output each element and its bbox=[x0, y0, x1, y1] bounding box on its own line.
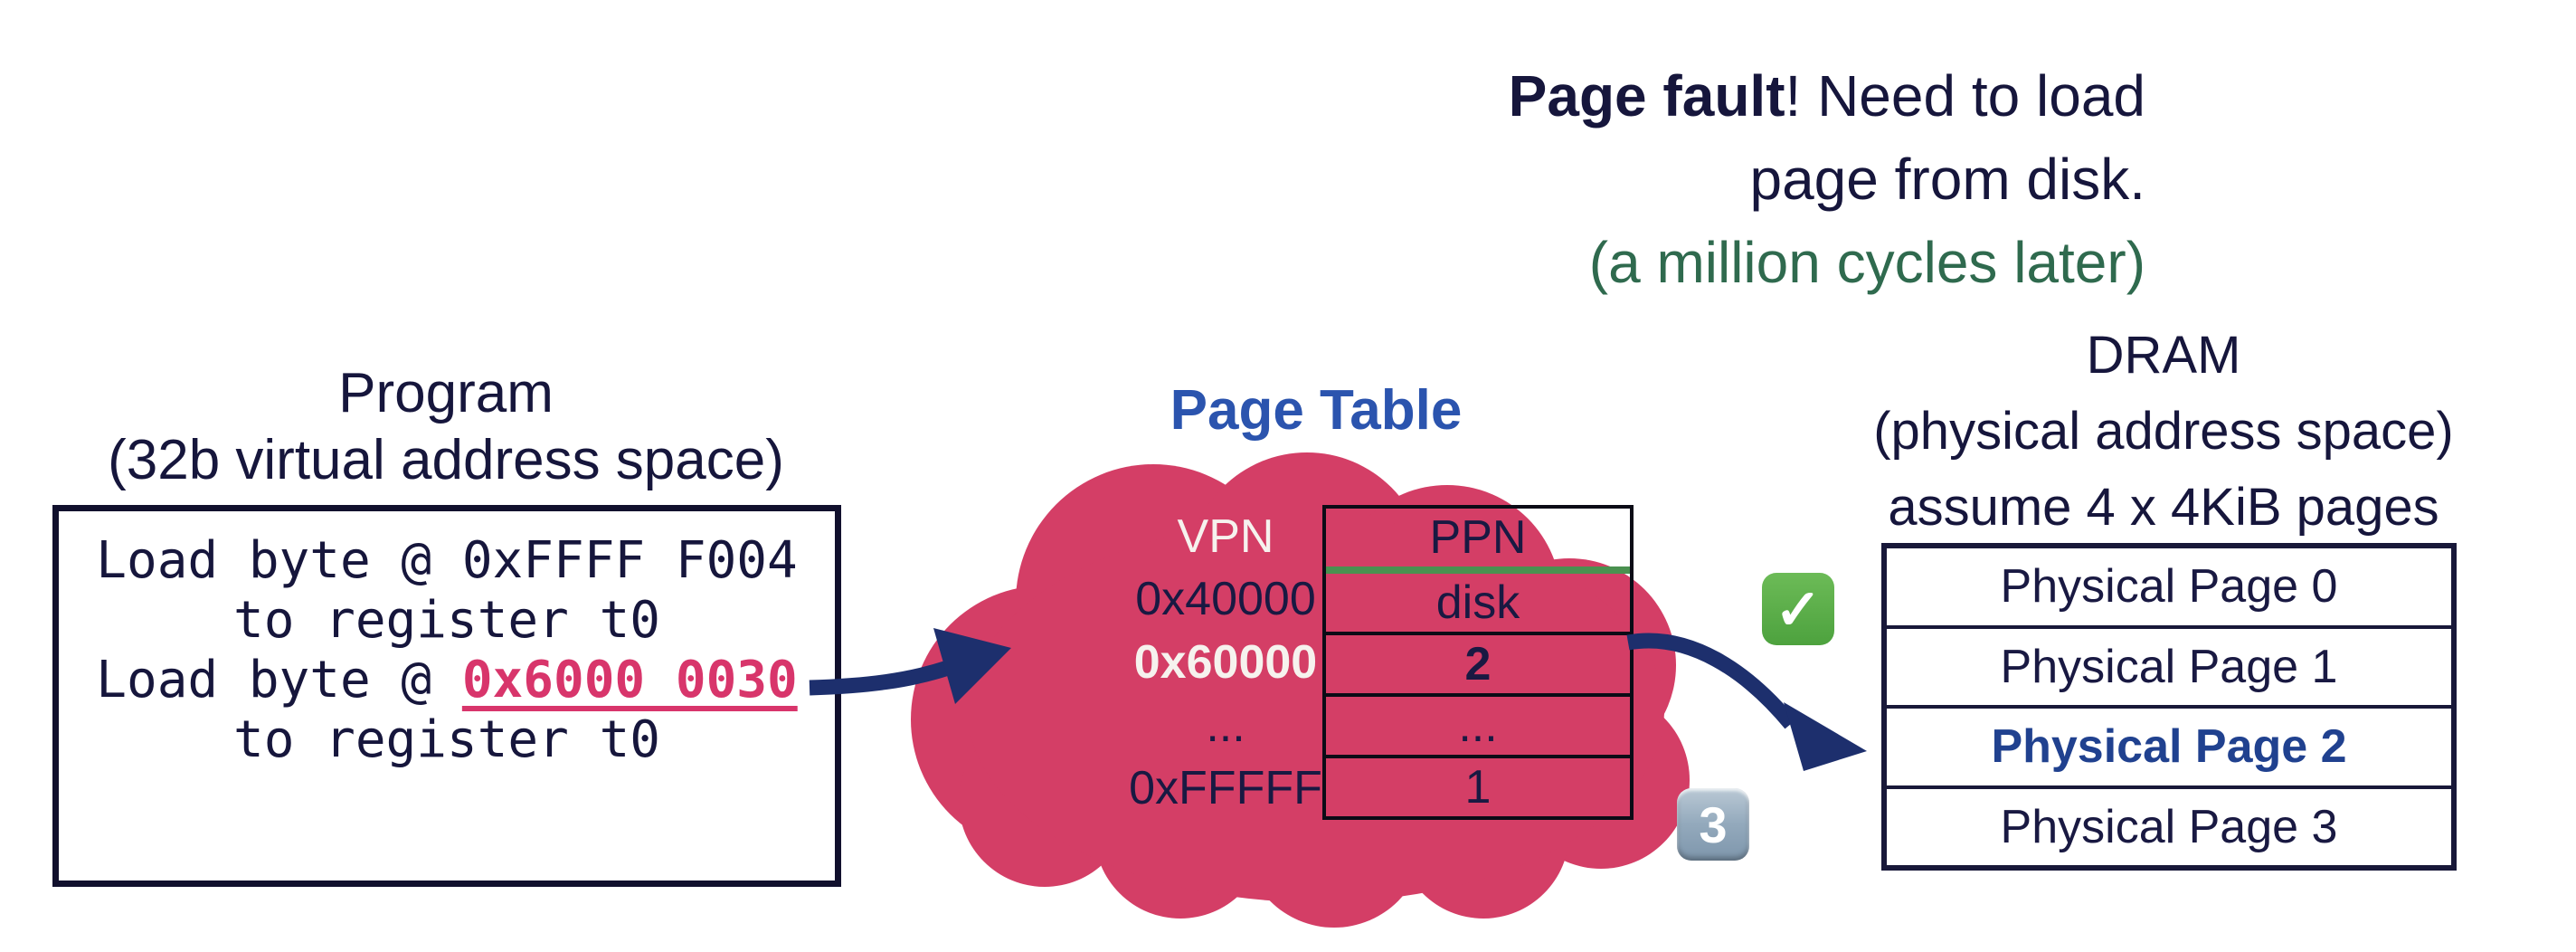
dram-label: DRAM (physical address space) assume 4 x… bbox=[1802, 318, 2525, 546]
page-fault-callout: Page fault! Need to load page from disk.… bbox=[1509, 54, 2145, 304]
callout-line-2: page from disk. bbox=[1749, 147, 2145, 212]
callout-line-1: Page fault! Need to load bbox=[1508, 63, 2145, 129]
code-line-1: Load byte @ 0xFFFF F004 bbox=[96, 531, 798, 590]
ppn-table: PPN disk 2 ... 1 bbox=[1322, 505, 1634, 820]
faulting-virtual-address: 0x6000 0030 bbox=[461, 651, 798, 709]
vpn-row-3: 0xFFFFF bbox=[1129, 762, 1322, 815]
dram-subtitle-1: (physical address space) bbox=[1873, 402, 2454, 461]
keycap-3-icon: 3 bbox=[1677, 788, 1749, 861]
page-table-title: Page Table bbox=[1170, 379, 1463, 442]
dram-table: Physical Page 0 Physical Page 1 Physical… bbox=[1881, 543, 2457, 871]
program-box: Load byte @ 0xFFFF F004 to register t0 L… bbox=[52, 505, 841, 887]
ppn-row-2: ... bbox=[1326, 693, 1630, 755]
page-fault-bold-text: Page fault bbox=[1508, 63, 1785, 129]
check-mark-icon: ✓ bbox=[1762, 573, 1834, 645]
ppn-header: PPN bbox=[1326, 509, 1630, 574]
ppn-row-3: 1 bbox=[1326, 755, 1630, 816]
arrow-page-table-to-dram bbox=[1626, 633, 1867, 771]
ppn-row-1-highlighted: 2 bbox=[1326, 632, 1630, 693]
vpn-row-2: ... bbox=[1206, 699, 1245, 752]
code-line-2: to register t0 bbox=[232, 591, 660, 650]
vpn-header: VPN bbox=[1177, 509, 1274, 563]
dram-title: DRAM bbox=[2086, 326, 2241, 385]
vpn-row-0: 0x40000 bbox=[1135, 573, 1316, 626]
physical-page-row-1: Physical Page 1 bbox=[1887, 624, 2451, 706]
code-line-4: to register t0 bbox=[232, 710, 660, 769]
vpn-row-1-highlighted: 0x60000 bbox=[1133, 635, 1318, 689]
physical-page-row-3: Physical Page 3 bbox=[1887, 785, 2451, 866]
code-line-3: Load byte @ 0x6000 0030 bbox=[96, 651, 798, 709]
program-subtitle: (32b virtual address space) bbox=[108, 429, 784, 491]
program-label: Program (32b virtual address space) bbox=[50, 360, 842, 494]
ppn-row-0: disk bbox=[1435, 576, 1520, 629]
physical-page-row-0: Physical Page 0 bbox=[2000, 560, 2338, 614]
vpn-column: VPN 0x40000 0x60000 ... 0xFFFFF bbox=[1054, 505, 1397, 820]
physical-page-row-2-highlighted: Physical Page 2 bbox=[1887, 705, 2451, 785]
dram-subtitle-2: assume 4 x 4KiB pages bbox=[1888, 478, 2439, 537]
program-title: Program bbox=[338, 362, 554, 424]
callout-cycles-note: (a million cycles later) bbox=[1588, 230, 2145, 295]
